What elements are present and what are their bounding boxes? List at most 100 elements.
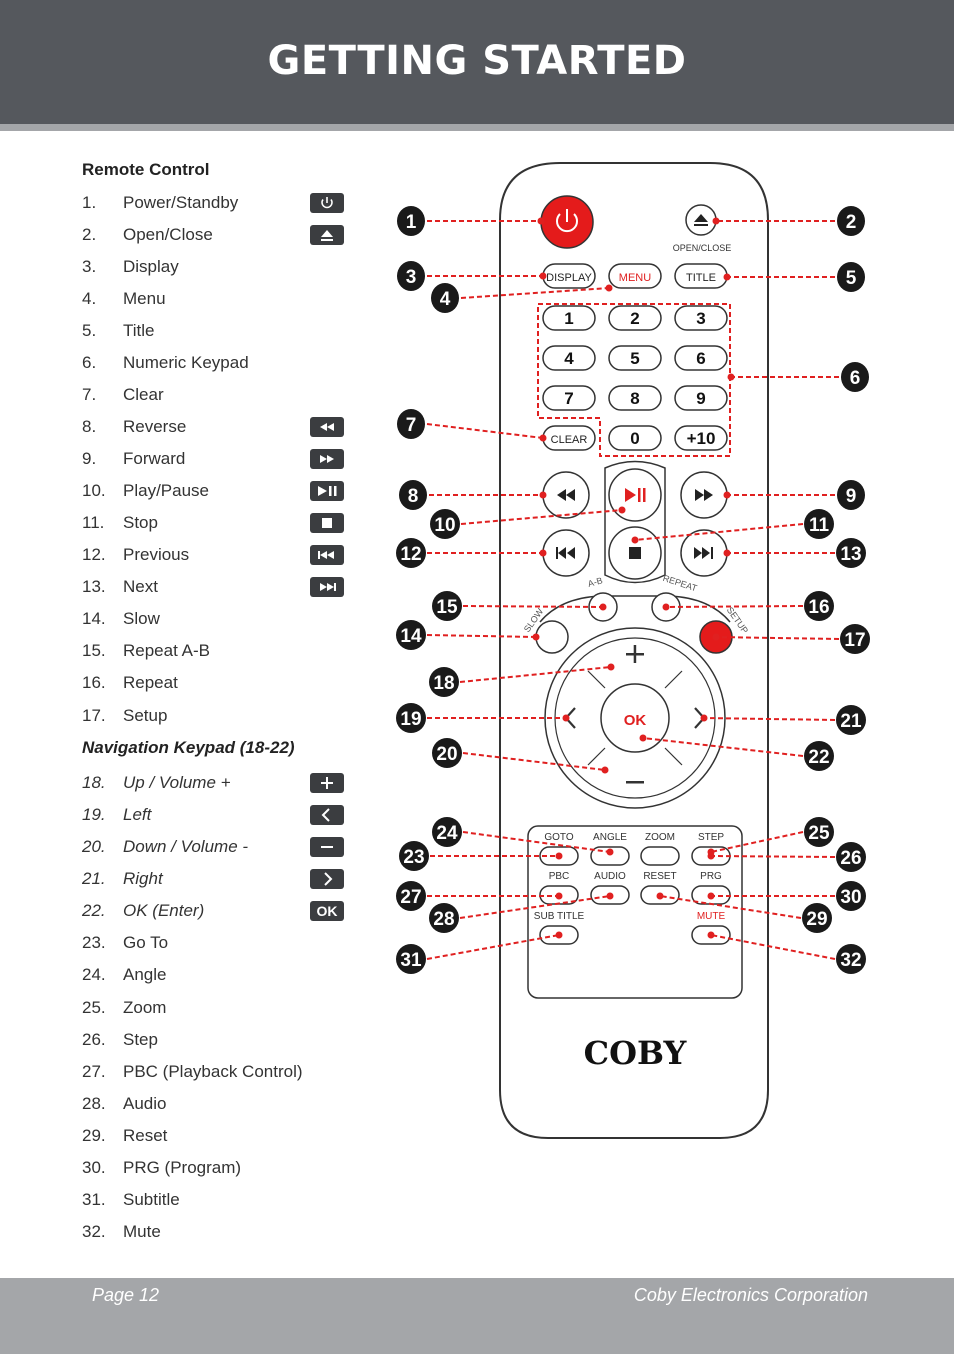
goto-label: GOTO <box>544 832 573 843</box>
callout-line <box>460 509 623 525</box>
callout-badge <box>432 817 462 847</box>
callout-badge <box>396 944 426 974</box>
item-number: 26. <box>82 1030 106 1049</box>
callout-line <box>462 605 604 608</box>
digit-button-9[interactable] <box>674 385 728 411</box>
digit-button-3[interactable] <box>674 305 728 331</box>
callout-badge <box>399 841 429 871</box>
ok-button[interactable] <box>600 683 670 753</box>
item-number: 25. <box>82 998 106 1017</box>
list-item: 7.Clear <box>82 385 362 411</box>
list-item: 12.Previous <box>82 545 362 571</box>
callout-dot <box>723 491 731 499</box>
digit-button-4[interactable] <box>542 345 596 371</box>
forward-icon <box>310 449 344 469</box>
callout-dot <box>601 766 609 774</box>
down-volume-button[interactable] <box>626 781 644 784</box>
list-item: 10.Play/Pause <box>82 481 362 507</box>
item-label: Zoom <box>123 998 167 1017</box>
item-label: PRG (Program) <box>123 1158 242 1177</box>
subtitle-label: SUB TITLE <box>534 911 585 922</box>
item-number: 24. <box>82 965 106 984</box>
eject-icon <box>310 225 344 245</box>
play-glyph-icon <box>625 488 636 502</box>
digit-button-+10[interactable] <box>674 425 728 451</box>
list-item: 15.Repeat A-B <box>82 641 362 667</box>
nav-divider <box>664 670 683 689</box>
callout-number: 22 <box>808 747 829 768</box>
callout-dot <box>712 633 720 641</box>
callout-badge <box>396 881 426 911</box>
zoom-button[interactable] <box>640 846 680 866</box>
callout-badge <box>432 591 462 621</box>
list-item: 2.Open/Close <box>82 225 362 251</box>
list-item: 8.Reverse <box>82 417 362 443</box>
item-number: 10. <box>82 481 106 500</box>
callout-line <box>459 666 612 683</box>
item-label: Power/Standby <box>123 193 239 212</box>
callout-badge <box>804 509 834 539</box>
callout-line <box>703 717 836 721</box>
list-item: 11.Stop <box>82 513 362 539</box>
callout-number: 7 <box>406 415 417 436</box>
nav-divider <box>664 747 683 766</box>
callout-badge <box>432 738 462 768</box>
item-label: Next <box>123 577 158 596</box>
item-label: Forward <box>123 449 186 468</box>
callout-number: 28 <box>433 909 454 930</box>
callout-dot <box>639 734 647 742</box>
callout-dot <box>539 272 547 280</box>
up-volume-glyph <box>633 645 637 663</box>
reset-label: RESET <box>643 871 676 882</box>
callout-dot <box>700 714 708 722</box>
callout-line <box>426 423 544 439</box>
digit-button-8[interactable] <box>608 385 662 411</box>
callout-badge <box>804 741 834 771</box>
digit-button-0[interactable] <box>608 425 662 451</box>
callout-number: 12 <box>400 544 421 565</box>
audio-label: AUDIO <box>594 871 626 882</box>
item-number: 23. <box>82 933 106 952</box>
callout-number: 15 <box>436 597 458 618</box>
callout-badge <box>837 206 865 236</box>
item-number: 3. <box>82 257 97 276</box>
callout-number: 30 <box>840 887 861 908</box>
menu-button[interactable] <box>608 263 662 289</box>
callout-badge <box>396 538 426 568</box>
nav-keypad-title: Navigation Keypad (18-22) <box>82 738 295 757</box>
callout-number: 19 <box>400 709 421 730</box>
list-item: 30.PRG (Program) <box>82 1158 362 1184</box>
callout-number: 32 <box>840 950 861 971</box>
digit-button-1[interactable] <box>542 305 596 331</box>
reverse-glyph-icon <box>566 489 575 501</box>
item-number: 22. <box>82 901 106 920</box>
callout-dot <box>532 633 540 641</box>
footer-company: Coby Electronics Corporation <box>633 1285 868 1305</box>
digit-button-6[interactable] <box>674 345 728 371</box>
slow-button[interactable] <box>535 620 569 654</box>
digit-button-5[interactable] <box>608 345 662 371</box>
item-number: 1. <box>82 193 97 212</box>
list-item: 28.Audio <box>82 1094 362 1120</box>
zoom-label: ZOOM <box>645 832 675 843</box>
callout-line <box>426 934 560 960</box>
menu-label: MENU <box>619 272 651 284</box>
nav-divider <box>587 670 606 689</box>
callout-dot <box>539 491 547 499</box>
reverse-icon <box>310 417 344 437</box>
callout-number: 3 <box>406 267 417 288</box>
digit-label: 2 <box>630 309 639 328</box>
callout-number: 20 <box>436 744 457 765</box>
callout-dot <box>555 931 563 939</box>
callout-badge <box>802 903 832 933</box>
digit-label: 4 <box>564 349 574 368</box>
stop-icon <box>310 513 344 533</box>
digit-button-7[interactable] <box>542 385 596 411</box>
callout-number: 18 <box>433 673 454 694</box>
function-arc <box>539 595 731 623</box>
ok-icon-text: OK <box>317 903 338 919</box>
digit-button-2[interactable] <box>608 305 662 331</box>
item-number: 15. <box>82 641 106 660</box>
callout-number: 21 <box>840 711 862 732</box>
